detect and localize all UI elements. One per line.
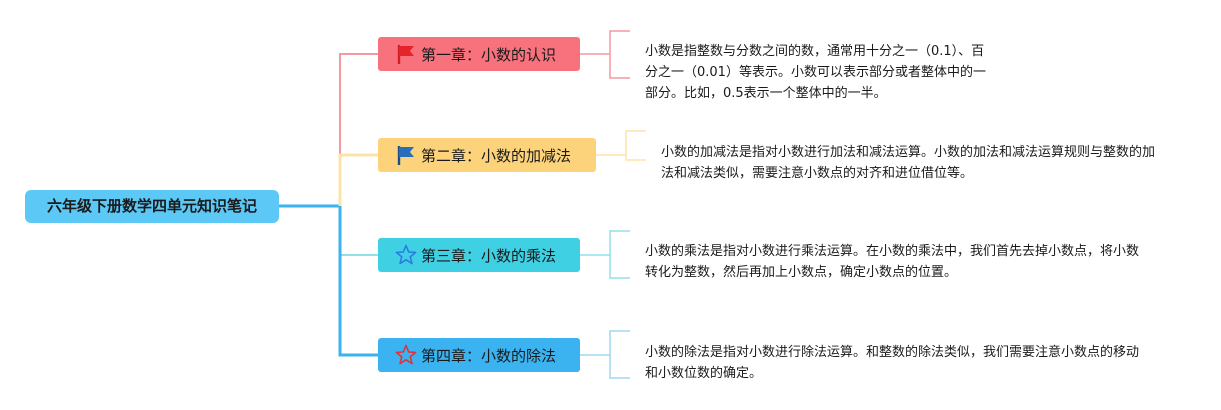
chapter-node-4[interactable]: 第四章：小数的除法 — [378, 338, 580, 372]
chapter-note-3: 小数的乘法是指对小数进行乘法运算。在小数的乘法中，我们首先去掉小数点，将小数转化… — [645, 244, 1140, 280]
chapter-note-4: 小数的除法是指对小数进行除法运算。和整数的除法类似，我们需要注意小数点的移动和小… — [645, 345, 1140, 381]
branch-connector-2 — [338, 153, 378, 206]
chapter-note-1: 小数是指整数与分数之间的数，通常用十分之一（0.1）、百分之一（0.01）等表示… — [645, 44, 986, 101]
blue-flag-icon — [395, 144, 417, 166]
note-bracket-2 — [625, 130, 646, 161]
branch-connector-4 — [338, 206, 378, 357]
red-star-icon — [395, 344, 417, 366]
note-bracket-1 — [609, 30, 630, 79]
chapter-label-3: 第三章：小数的乘法 — [421, 246, 557, 265]
chapter-node-1[interactable]: 第一章：小数的认识 — [378, 37, 580, 71]
branch-connector-3 — [339, 206, 378, 256]
note-bracket-4 — [609, 330, 630, 379]
chapter-node-3[interactable]: 第三章：小数的乘法 — [378, 238, 580, 272]
branch-connector-1 — [339, 53, 378, 206]
note-bracket-3 — [609, 230, 630, 279]
chapter-label-4: 第四章：小数的除法 — [421, 346, 557, 365]
red-flag-icon — [395, 43, 417, 65]
chapter-label-2: 第二章：小数的加减法 — [421, 146, 572, 165]
root-topic[interactable]: 六年级下册数学四单元知识笔记 — [25, 190, 279, 223]
chapter-node-2[interactable]: 第二章：小数的加减法 — [378, 138, 596, 172]
chapter-label-1: 第一章：小数的认识 — [421, 45, 557, 64]
blue-star-icon — [395, 244, 417, 266]
chapter-note-2: 小数的加减法是指对小数进行加法和减法运算。小数的加法和减法运算规则与整数的加法和… — [661, 145, 1156, 181]
